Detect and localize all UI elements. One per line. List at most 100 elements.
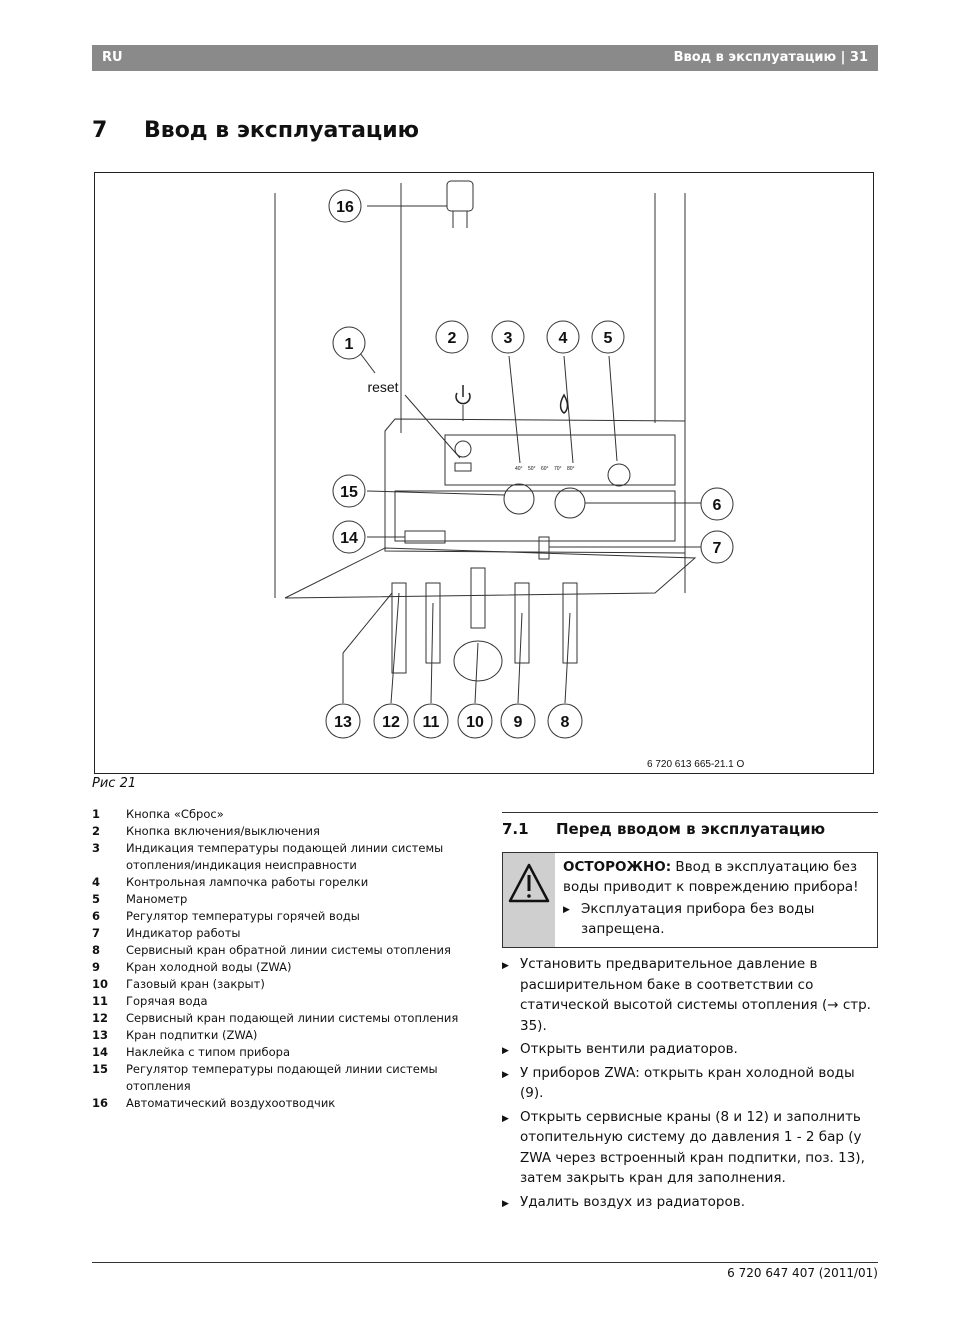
power-button-shape (454, 440, 472, 458)
svg-text:12: 12 (382, 714, 400, 731)
chapter-title: Ввод в эксплуатацию (144, 118, 420, 143)
callout-15: 15 (332, 474, 366, 508)
warning-label: ОСТОРОЖНО: (563, 859, 672, 875)
svg-text:70°: 70° (554, 466, 562, 472)
reset-label: reset (367, 379, 398, 395)
flame-icon (559, 393, 569, 414)
warning-icon (508, 863, 550, 903)
svg-text:7: 7 (713, 540, 722, 557)
list-item: ▶Установить предварительное давление в р… (502, 956, 871, 1034)
air-vent-shape (446, 180, 474, 212)
operation-indicator-shape (538, 536, 550, 560)
reset-button-shape (454, 462, 472, 472)
svg-text:6: 6 (713, 497, 722, 514)
callout-4: 4 (546, 320, 580, 354)
callout-16: 16 (328, 189, 362, 223)
svg-text:13: 13 (334, 714, 352, 731)
svg-text:16: 16 (336, 199, 354, 216)
callout-11: 11 (413, 703, 449, 739)
warning-text: ОСТОРОЖНО: Ввод в эксплуатацию без воды … (563, 857, 863, 939)
pressure-gauge-shape (607, 463, 631, 487)
pipe-11 (425, 582, 441, 664)
callout-7: 7 (700, 530, 734, 564)
control-panel-front (394, 490, 676, 542)
list-item: ▶Удалить воздух из радиаторов. (502, 1192, 878, 1213)
svg-text:9: 9 (514, 714, 523, 731)
pipe-9 (514, 582, 530, 664)
callout-5: 5 (591, 320, 625, 354)
pipe-8 (562, 582, 578, 664)
svg-text:3: 3 (504, 330, 513, 347)
svg-text:1: 1 (345, 336, 354, 353)
warning-bullet: ▶Эксплуатация прибора без воды запрещена… (563, 901, 815, 937)
svg-text:40°: 40° (515, 466, 523, 472)
svg-text:80°: 80° (567, 466, 575, 472)
svg-text:14: 14 (340, 530, 358, 547)
power-icon (455, 385, 471, 405)
callout-12: 12 (373, 703, 409, 739)
section-title: Перед вводом в эксплуатацию (556, 820, 826, 838)
steps-list: ▶Установить предварительное давление в р… (502, 954, 878, 1215)
svg-text:50°: 50° (528, 466, 536, 472)
figure-caption: Рис 21 (92, 776, 137, 791)
svg-text:15: 15 (340, 484, 358, 501)
bottom-tray (284, 547, 697, 599)
chapter-number: 7 (92, 118, 108, 143)
boiler-figure: 16 1 2 3 4 5 15 6 14 7 13 12 11 10 9 8 r… (94, 172, 874, 774)
bullet-triangle-icon: ▶ (502, 1113, 509, 1124)
document-number: 6 720 647 407 (2011/01) (727, 1266, 878, 1280)
temperature-scale: 40° 50° 60° 70° 80° (515, 466, 575, 472)
svg-text:11: 11 (423, 714, 440, 731)
callout-9: 9 (500, 703, 536, 739)
callout-10: 10 (457, 703, 493, 739)
control-panel-top (444, 434, 676, 486)
svg-text:10: 10 (466, 714, 484, 731)
figure-code: 6 720 613 665-21.1 O (647, 759, 745, 770)
callout-3: 3 (491, 320, 525, 354)
callout-8: 8 (547, 703, 583, 739)
boiler-diagram: 16 1 2 3 4 5 15 6 14 7 13 12 11 10 9 8 r… (274, 180, 745, 770)
bullet-triangle-icon: ▶ (502, 1046, 509, 1056)
bullet-triangle-icon: ▶ (502, 1069, 509, 1080)
header-section-page: Ввод в эксплуатацию | 31 (673, 50, 868, 65)
hot-water-knob-shape (554, 487, 586, 519)
list-item: ▶Открыть сервисные краны (8 и 12) и запо… (502, 1108, 865, 1187)
section-rule (502, 812, 878, 813)
bullet-triangle-icon: ▶ (563, 905, 570, 915)
warning-icon-column (503, 853, 555, 947)
warning-message: Ввод в эксплуатацию без воды приводит к … (563, 859, 859, 895)
svg-text:2: 2 (448, 330, 457, 347)
section-heading: 7.1 Перед вводом в эксплуатацию (502, 820, 825, 838)
callout-6: 6 (700, 487, 734, 521)
heating-knob-shape (503, 483, 535, 515)
svg-text:60°: 60° (541, 466, 549, 472)
callout-13: 13 (325, 703, 361, 739)
svg-text:8: 8 (561, 714, 570, 731)
callout-14: 14 (332, 520, 366, 554)
bullet-triangle-icon: ▶ (502, 1198, 509, 1209)
callout-2: 2 (435, 320, 469, 354)
page-header: RU Ввод в эксплуатацию | 31 (92, 45, 878, 71)
pipe-12 (391, 582, 407, 674)
gas-pipe (453, 640, 503, 682)
warning-box: ОСТОРОЖНО: Ввод в эксплуатацию без воды … (502, 852, 878, 948)
bullet-triangle-icon: ▶ (502, 961, 509, 971)
callout-1: 1 (332, 326, 366, 360)
section-number: 7.1 (502, 820, 529, 838)
